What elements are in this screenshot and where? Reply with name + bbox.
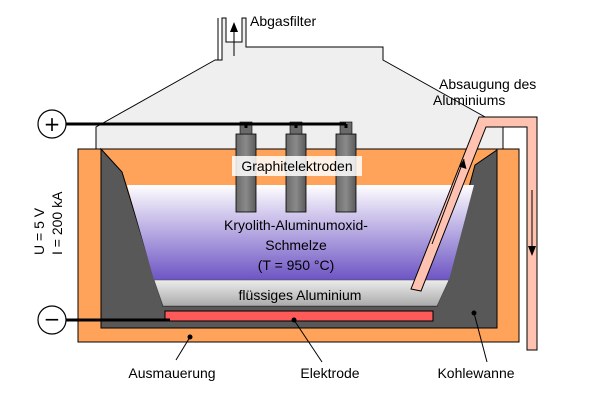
melt-label-line1: Kryolith-Aluminumoxid- <box>224 217 368 233</box>
exhaust-arrow <box>230 22 238 56</box>
svg-text:+: + <box>44 112 61 136</box>
positive-busbar <box>66 122 348 128</box>
melt-label-line2: Schmelze <box>265 237 327 253</box>
suction-arrow-down <box>528 190 536 256</box>
graphite-label-background <box>232 156 362 176</box>
melt-region <box>127 185 474 280</box>
lining-label: Ausmauerung <box>128 365 215 381</box>
negative-terminal: − <box>37 305 67 335</box>
exhaust-filter-label: Abgasfilter <box>250 13 316 29</box>
carbon-pot <box>100 147 498 329</box>
aluminium-suction-label-line2: Aluminiums <box>433 92 505 108</box>
graphite-electrodes-label: Graphitelektroden <box>241 158 352 174</box>
electrode-callout <box>291 317 323 363</box>
suction-arrow-up <box>431 158 467 245</box>
liquid-aluminium-label: flüssiges Aluminium <box>239 287 362 303</box>
electrode-label: Elektrode <box>300 365 359 381</box>
svg-text:−: − <box>44 307 61 331</box>
aluminium-suction-label-line1: Absaugung des <box>439 76 536 92</box>
positive-terminal: + <box>37 109 67 139</box>
voltage-label: U = 5 V <box>31 207 47 255</box>
carbon-pot-callout <box>471 310 488 363</box>
cathode-electrode <box>164 310 434 322</box>
current-label: I = 200 kA <box>49 191 65 255</box>
melt-label-line3: (T = 950 °C) <box>258 257 335 273</box>
carbon-pot-label: Kohlewanne <box>437 365 514 381</box>
liquid-aluminium-layer <box>153 279 450 307</box>
hood-chimney-outline <box>217 18 383 60</box>
lining-callout <box>175 334 193 361</box>
